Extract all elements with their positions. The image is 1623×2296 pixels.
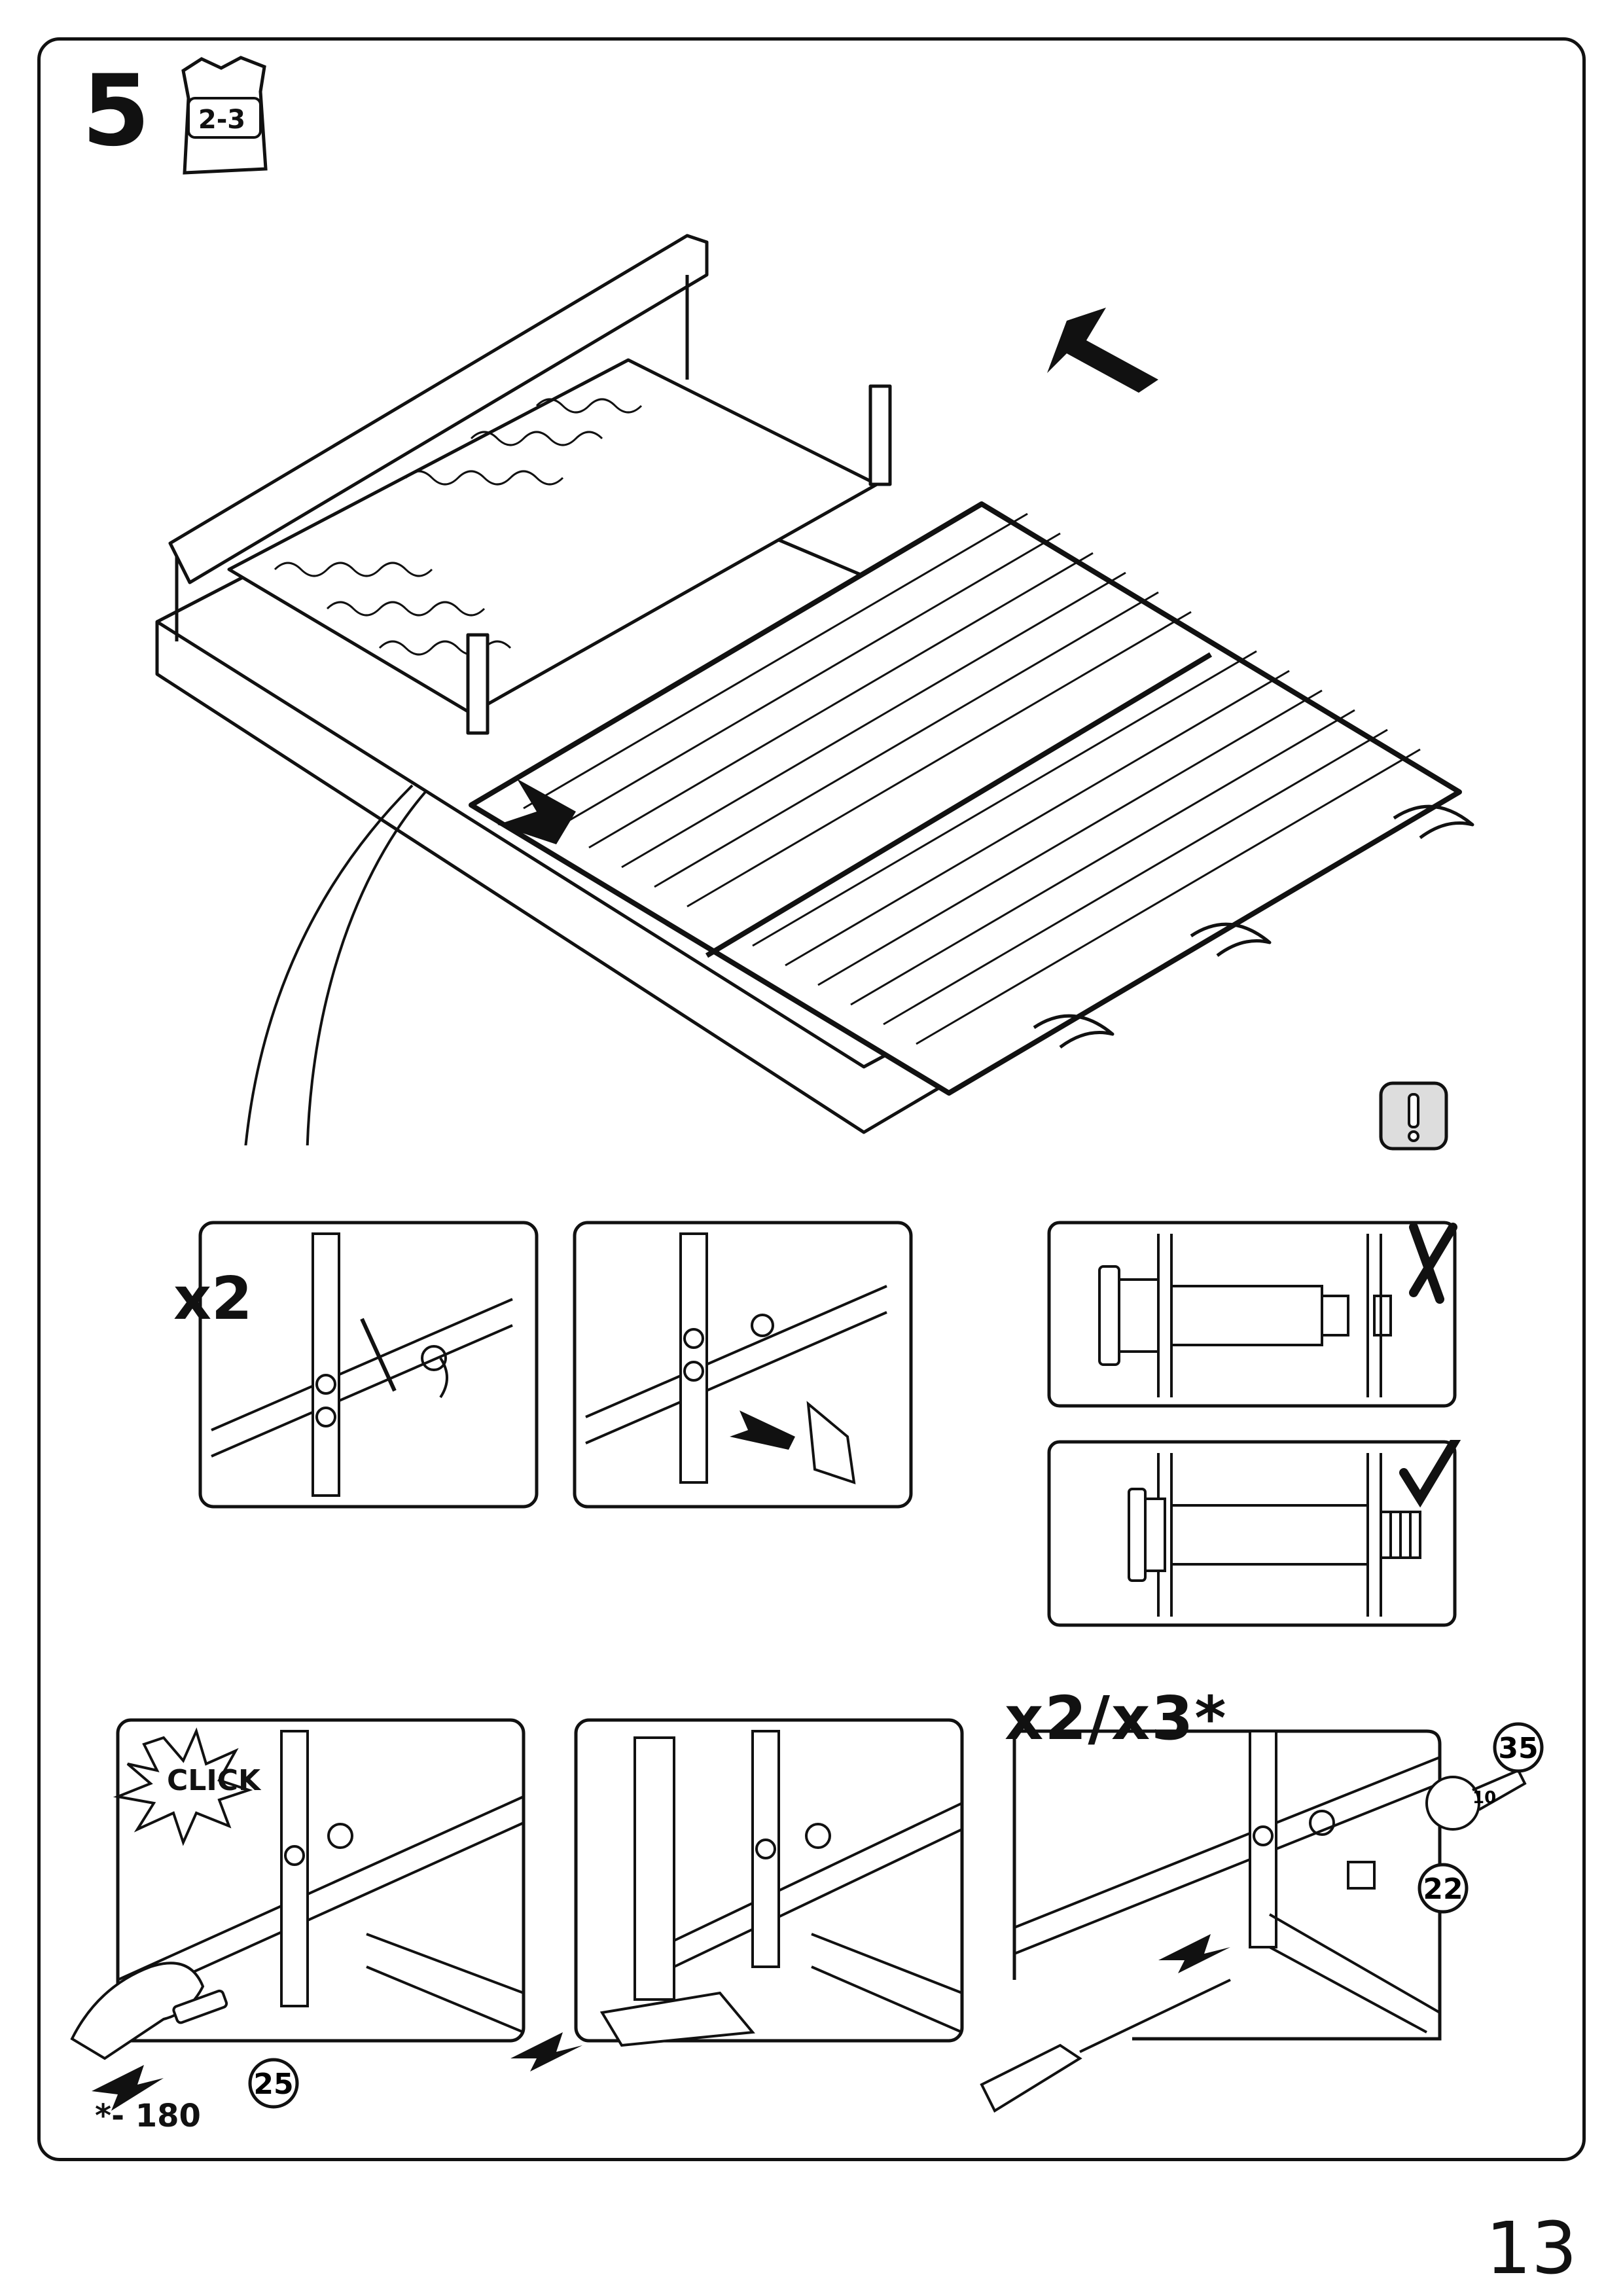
detail-panel-leg-position [510,1718,964,2072]
wrench-icon [1425,1768,1527,1831]
detail-panel-correct [1047,1440,1461,1627]
detail-panel-insert-bolt: 25 [70,1718,526,2111]
check-icon [1399,1440,1461,1508]
detail-panel-tighten-bolt: 10 35 22 [980,1722,1544,2113]
arrow-icon [730,1410,795,1450]
x2x3-label: x2/x3* [1005,1683,1228,1753]
arrow-icon [92,2065,164,2111]
arrow-icon [1158,1934,1230,1973]
callout-circle-22 [1418,1863,1469,1914]
callout-circle-35 [1493,1722,1544,1773]
page-frame [37,37,1586,2161]
detail-panel-latch-closed [198,1221,539,1509]
bag-label: 2-3 [198,105,246,135]
sofa-frame-illustration [155,234,1474,1145]
page-number: 13 [1486,2206,1577,2290]
bag-icon [181,56,268,175]
callout-22: 22 [1423,1873,1463,1906]
wrench-size: 10 [1472,1788,1496,1808]
cross-icon [1409,1223,1457,1304]
warning-icon [1379,1081,1448,1151]
callout-25: 25 [253,2068,293,2101]
arrow-icon [497,308,1158,844]
screwdriver-icon [980,1979,1231,2113]
nut-icon [1347,1861,1376,1890]
callout-circle-25 [248,2058,299,2109]
x2-label: x2 [173,1265,253,1333]
click-burst [113,1727,253,1846]
detail-panel-wrong [1047,1221,1457,1408]
footnote: *- 180 [95,2098,201,2134]
step-number: 5 [82,54,151,168]
arrow-icon [510,2032,582,2072]
click-label: CLICK [167,1764,261,1797]
detail-panel-latch-open [573,1221,913,1509]
callout-35: 35 [1498,1732,1538,1765]
